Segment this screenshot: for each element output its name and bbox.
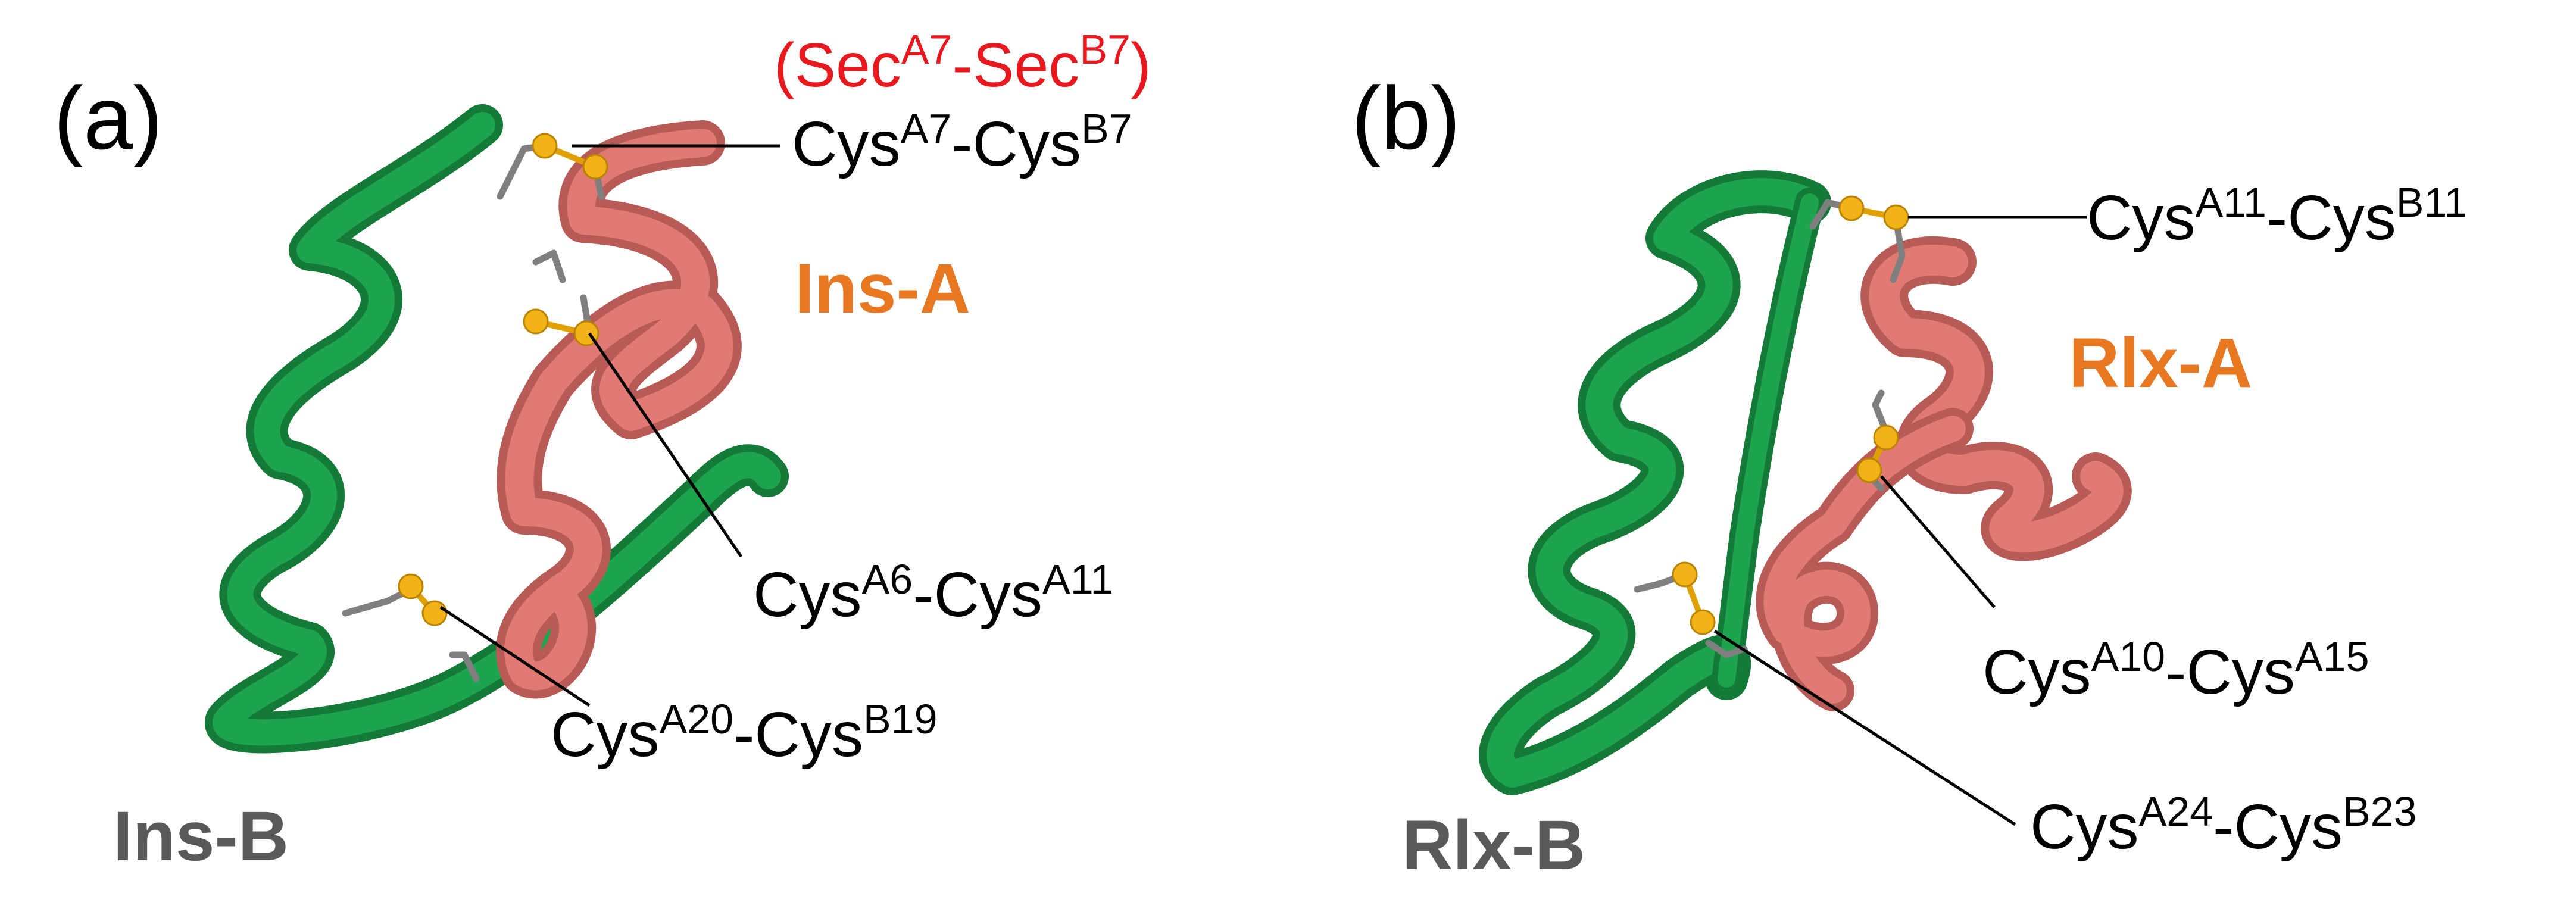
- disulfide-a7-b7: [497, 133, 608, 200]
- panel-b: (b): [1351, 68, 2467, 885]
- sulfur-atom: [1838, 195, 1865, 221]
- leader-line: [1713, 629, 2016, 826]
- disulfide-a10-a15: [1856, 389, 1899, 492]
- disulfide-a6-a11: [523, 249, 599, 346]
- sulfur-atom: [1883, 204, 1909, 230]
- sec-annotation-a: (SecA7-SecB7): [774, 26, 1151, 100]
- sulfur-atom: [532, 133, 558, 159]
- rlx-b-label: Rlx-B: [1402, 806, 1585, 885]
- bond-label-a24-b23: CysA24-CysB23: [2030, 788, 2417, 862]
- disulfide-a20-b19: [342, 573, 480, 682]
- panel-b-letter: (b): [1351, 68, 1460, 168]
- panel-a-letter: (a): [54, 68, 163, 168]
- sulfur-atom: [1672, 561, 1698, 588]
- sulfur-atom: [398, 573, 424, 599]
- sulfur-atom: [1873, 424, 1899, 451]
- leader-line: [439, 605, 591, 707]
- leader-line: [588, 332, 743, 558]
- ins-b-label: Ins-B: [113, 797, 289, 876]
- panel-a: (a): [54, 26, 1151, 876]
- ins-a-label: Ins-A: [795, 249, 970, 328]
- rlx-b-ribbon: [1479, 170, 1831, 795]
- bond-label-a10-a15: CysA10-CysA15: [1982, 633, 2369, 707]
- bond-label-a6-a11: CysA6-CysA11: [753, 556, 1113, 630]
- bond-label-a11-b11: CysA11-CysB11: [2087, 179, 2467, 253]
- rlx-a-ribbon: [1756, 236, 2132, 711]
- rlx-a-label: Rlx-A: [2069, 324, 2252, 402]
- disulfide-a24-b23: [1634, 561, 1748, 658]
- disulfide-a11-b11: [1809, 195, 1909, 283]
- ins-a-ribbon: [495, 120, 742, 699]
- leader-line: [1880, 475, 1996, 608]
- sulfur-atom: [421, 600, 448, 626]
- sulfur-atom: [582, 154, 608, 180]
- bond-label-a20-b19: CysA20-CysB19: [551, 696, 938, 770]
- bond-label-a7-b7: CysA7-CysB7: [792, 105, 1132, 179]
- sulfur-atom: [1690, 609, 1716, 635]
- sulfur-atom: [1856, 457, 1882, 483]
- sulfur-atom: [523, 308, 549, 335]
